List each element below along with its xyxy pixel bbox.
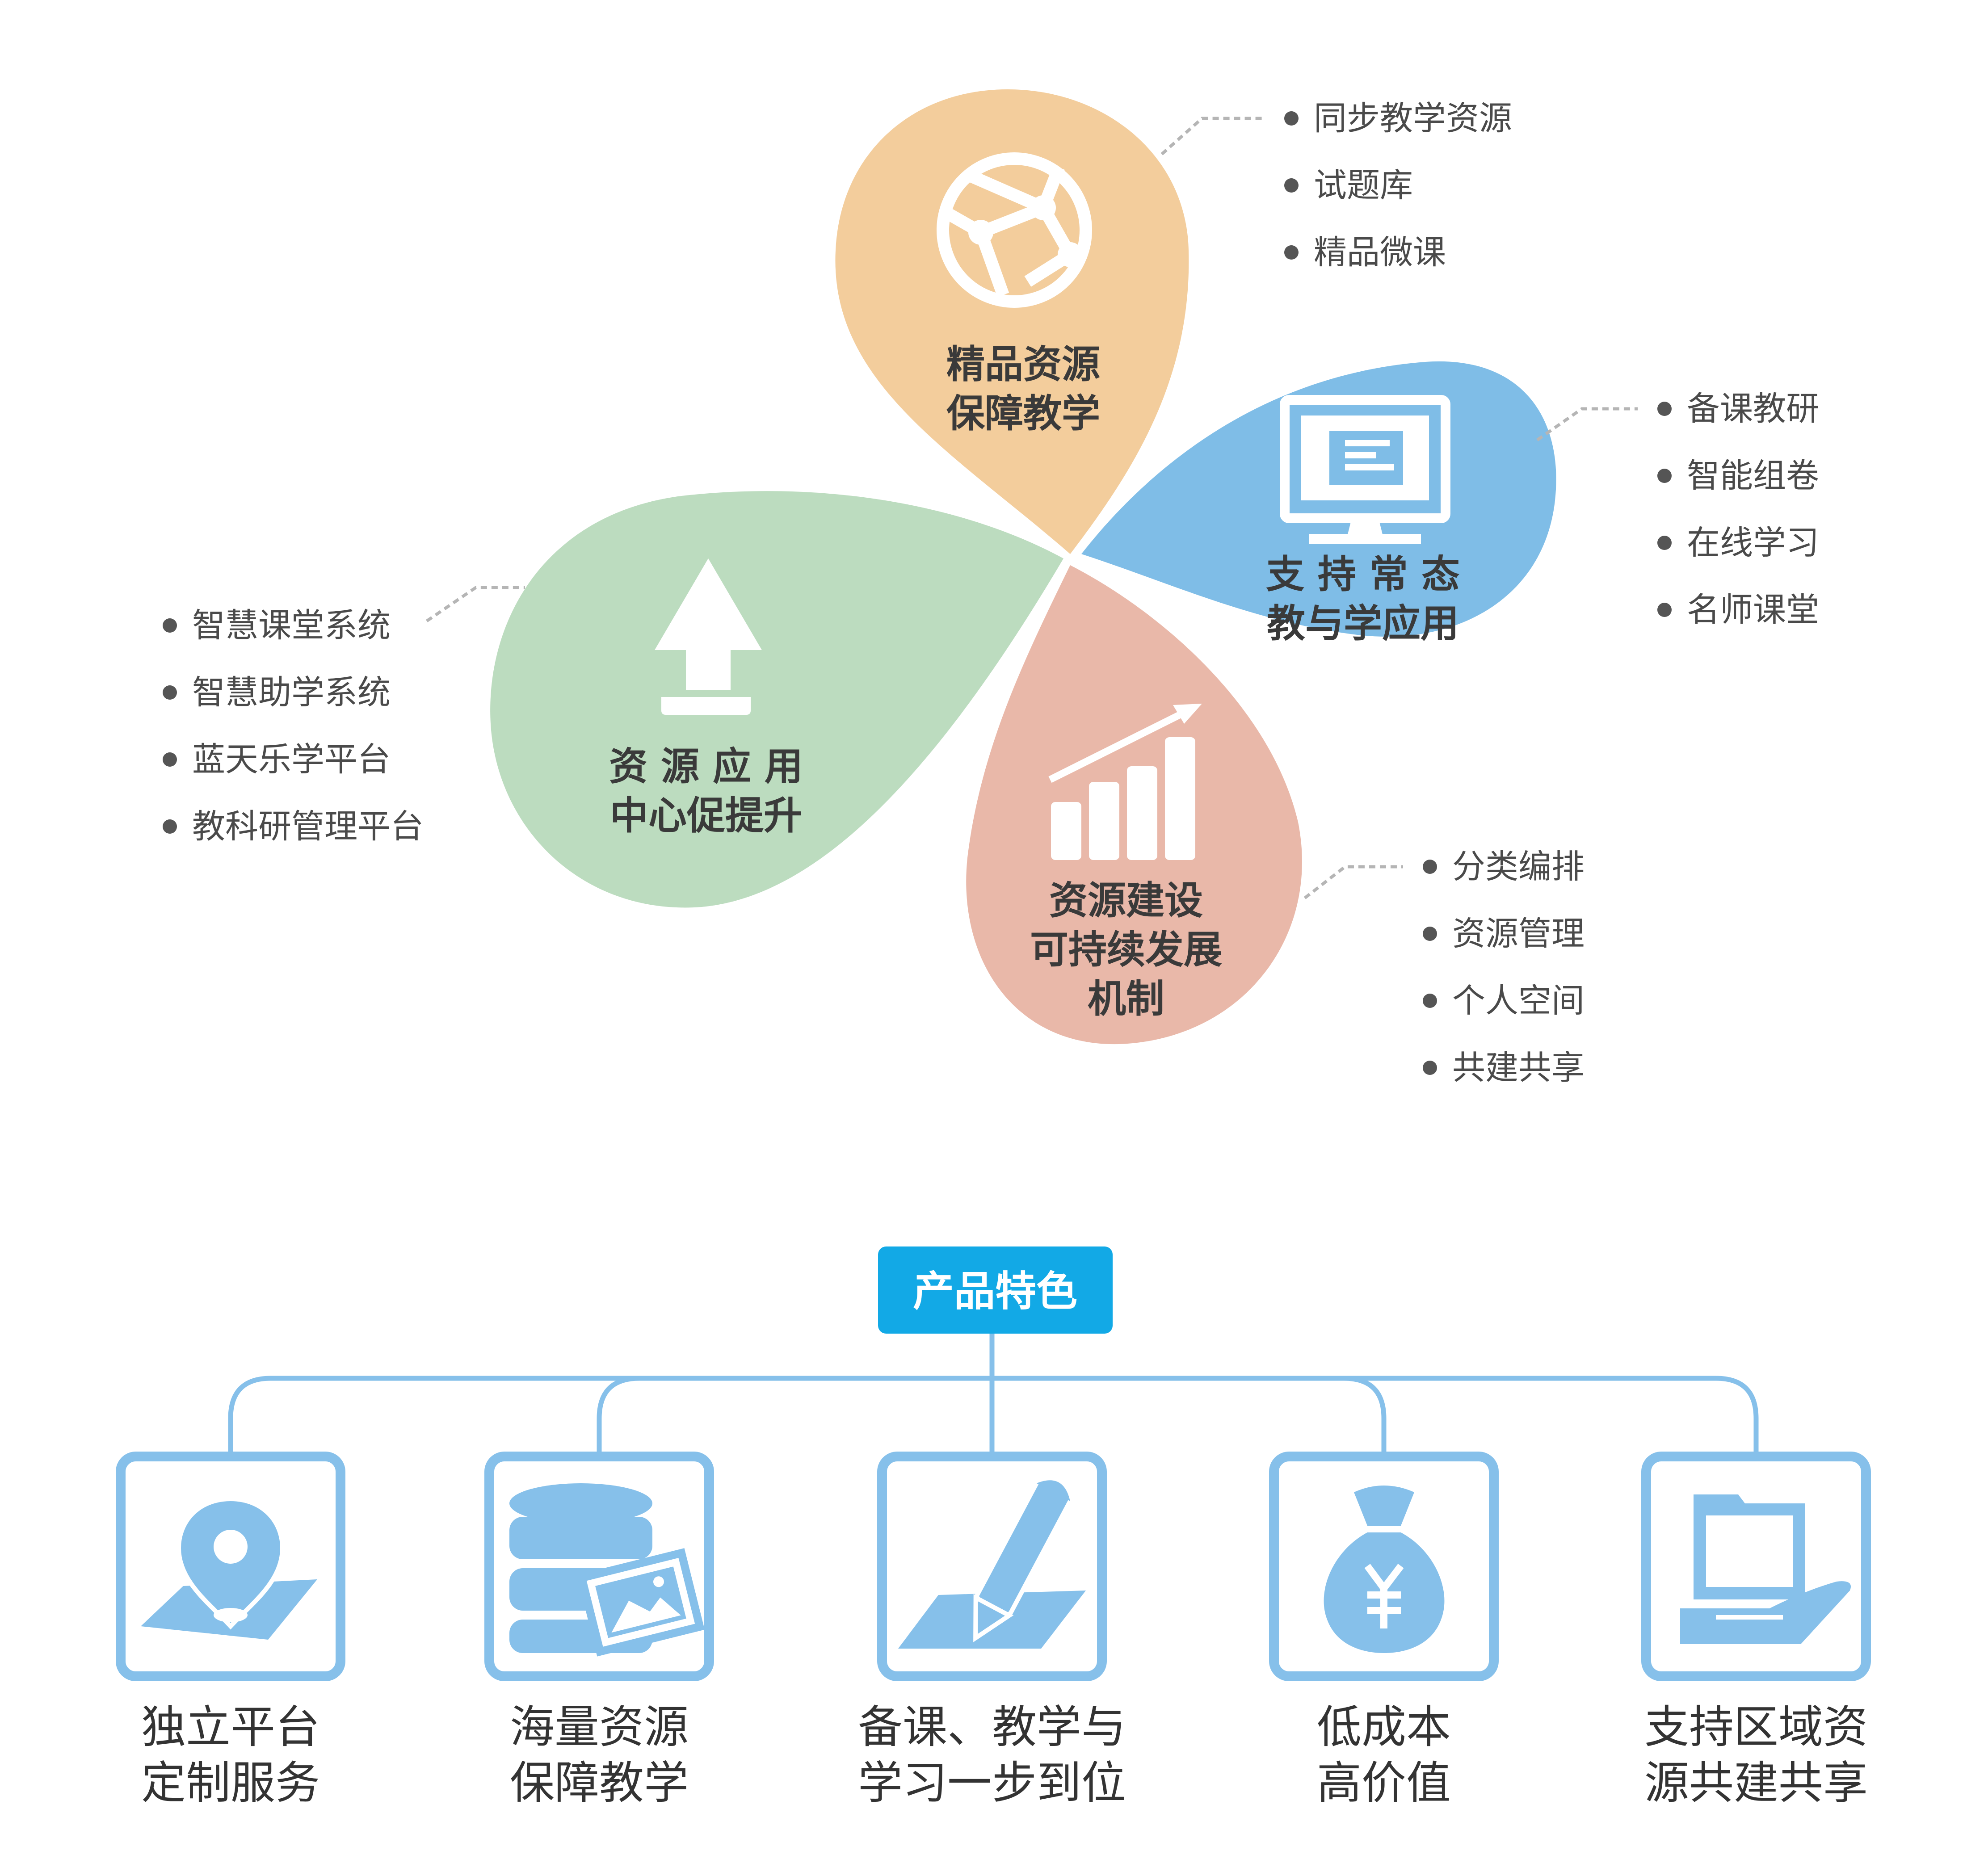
- feature-4-line-1: 低成本: [1317, 1701, 1451, 1753]
- feature-4-line-2: 高价值: [1317, 1757, 1451, 1809]
- feature-1-line-2: 定制服务: [141, 1757, 320, 1809]
- feature-5-line-1: 支持区域资: [1644, 1701, 1868, 1753]
- bullet-dot: [1423, 927, 1437, 941]
- bullet-dot: [163, 618, 177, 633]
- feature-3-line-1: 备课、教学与: [858, 1701, 1126, 1753]
- feature-2-line-2: 保障教学: [510, 1757, 689, 1809]
- database-image-icon: [509, 1483, 705, 1657]
- bullet-dot: [1423, 860, 1437, 874]
- leader-lines: [426, 117, 1638, 899]
- features-badge-box: [878, 1246, 1113, 1334]
- petal-left-title-1: 资 源 应 用: [609, 744, 803, 789]
- list-item: 同步教学资源: [1314, 99, 1512, 138]
- feature-5-line-2: 源共建共享: [1644, 1757, 1868, 1809]
- petal-top-shape: [835, 89, 1189, 554]
- list-item: 智能组卷: [1687, 457, 1819, 495]
- petal-right-title-1: 支 持 常 态: [1266, 552, 1460, 597]
- bullet-dot: [163, 819, 177, 834]
- features-badge: 产品特色: [878, 1246, 1113, 1334]
- petal-right: 支 持 常 态 教与学应用: [1081, 361, 1556, 646]
- feature-1-line-1: 独立平台: [141, 1701, 320, 1753]
- list-item: 智慧课堂系统: [192, 606, 391, 645]
- petal-left: 资 源 应 用 中心促提升: [490, 491, 1063, 908]
- bullet-dot: [163, 752, 177, 767]
- bullet-dot: [1423, 1061, 1437, 1075]
- petal-right-list: 备课教研 智能组卷 在线学习 名师课堂: [1657, 390, 1819, 629]
- feature-box-4: 低成本 高价值: [1269, 1452, 1499, 1809]
- feature-3-line-2: 学习一步到位: [858, 1757, 1126, 1809]
- petal-bottom-title-2: 可持续发展: [1030, 928, 1222, 972]
- features-tree-lines: [228, 1334, 1759, 1456]
- list-item: 试题库: [1314, 166, 1413, 205]
- bullet-dot: [163, 685, 177, 700]
- upload-arrow-icon: [655, 558, 762, 715]
- feature-box-5: 支持区域资 源共建共享: [1641, 1452, 1871, 1809]
- petal-bottom-title-1: 资源建设: [1049, 878, 1203, 923]
- petal-bottom: 资源建设 可持续发展 机制: [966, 565, 1302, 1045]
- feature-2-line-1: 海量资源: [510, 1701, 689, 1753]
- bullet-dot: [1284, 111, 1299, 126]
- petal-right-title-2: 教与学应用: [1267, 601, 1459, 646]
- petal-bottom-title-3: 机制: [1088, 977, 1164, 1021]
- list-item: 个人空间: [1452, 982, 1585, 1020]
- petal-left-list: 智慧课堂系统 智慧助学系统 蓝天乐学平台 教科研管理平台: [163, 606, 424, 846]
- list-item: 教科研管理平台: [192, 807, 424, 846]
- list-item: 精品微课: [1314, 233, 1446, 272]
- list-item: 资源管理: [1452, 915, 1585, 953]
- bullet-dot: [1423, 994, 1437, 1008]
- feature-box-3: 备课、教学与 学习一步到位: [858, 1452, 1126, 1809]
- bullet-dot: [1657, 469, 1672, 483]
- map-pin-icon: [141, 1496, 317, 1640]
- petal-left-shape: [490, 491, 1063, 908]
- list-item: 备课教研: [1687, 390, 1819, 428]
- bullet-dot: [1284, 178, 1299, 193]
- list-item: 智慧助学系统: [192, 673, 391, 712]
- feature-box-1: 独立平台 定制服务: [116, 1452, 345, 1809]
- laptop-hand-icon: [1680, 1494, 1851, 1644]
- petal-left-title-2: 中心促提升: [610, 793, 802, 838]
- bullet-dot: [1657, 536, 1672, 550]
- monitor-icon: [1280, 395, 1450, 544]
- feature-box-2: 海量资源 保障教学: [484, 1452, 714, 1809]
- money-bag-icon: [1324, 1486, 1445, 1653]
- bar-chart-growth-icon: [1048, 704, 1202, 860]
- pencil-icon: [898, 1478, 1086, 1649]
- list-item: 共建共享: [1452, 1049, 1585, 1087]
- petal-bottom-list: 分类编排 资源管理 个人空间 共建共享: [1423, 848, 1585, 1087]
- petal-top-title-2: 保障教学: [946, 391, 1100, 436]
- petal-top: 精品资源 保障教学: [835, 89, 1189, 554]
- list-item: 蓝天乐学平台: [192, 740, 391, 779]
- features-badge-label: 产品特色: [913, 1267, 1077, 1315]
- bullet-dot: [1657, 603, 1672, 617]
- bullet-dot: [1284, 245, 1299, 260]
- list-item: 分类编排: [1452, 848, 1585, 886]
- list-item: 在线学习: [1687, 524, 1819, 562]
- globe-icon-nodes: [968, 195, 1083, 267]
- petal-top-list: 同步教学资源 试题库 精品微课: [1284, 99, 1512, 272]
- petal-top-title-1: 精品资源: [946, 342, 1100, 387]
- bullet-dot: [1657, 402, 1672, 416]
- list-item: 名师课堂: [1687, 591, 1819, 629]
